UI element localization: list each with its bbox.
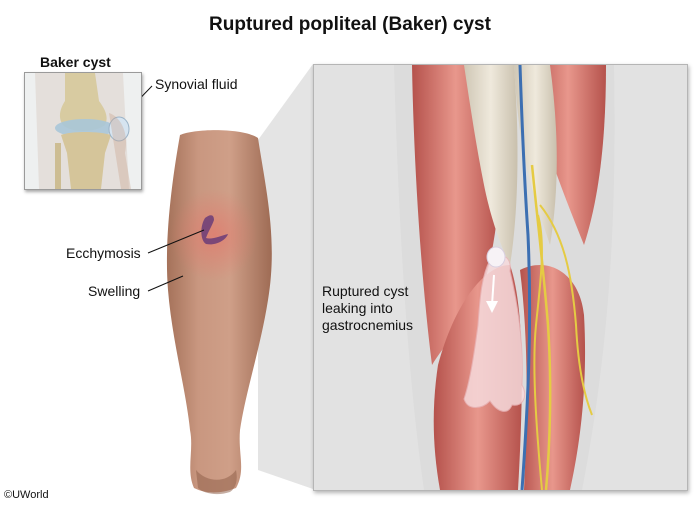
label-synovial-fluid: Synovial fluid [155, 76, 238, 92]
figure-title: Ruptured popliteal (Baker) cyst [209, 14, 491, 35]
knee-joint-illustration [25, 73, 141, 189]
inset-title: Baker cyst [40, 54, 111, 70]
redness-area [170, 189, 258, 281]
copyright: ©UWorld [4, 489, 49, 501]
inset-knee-panel [24, 72, 142, 190]
leader-swelling [147, 275, 184, 292]
detail-anatomy-panel [313, 64, 688, 491]
leader-ecchymosis [147, 229, 205, 254]
calf-anatomy-illustration [314, 65, 687, 490]
cyst-origin [486, 246, 506, 268]
label-ecchymosis: Ecchymosis [66, 245, 141, 261]
label-ruptured-cyst: Ruptured cyst leaking into gastrocnemius [322, 283, 414, 333]
cyst-leak [463, 255, 526, 412]
label-swelling: Swelling [88, 283, 141, 299]
ecchymosis-mark [201, 215, 228, 245]
